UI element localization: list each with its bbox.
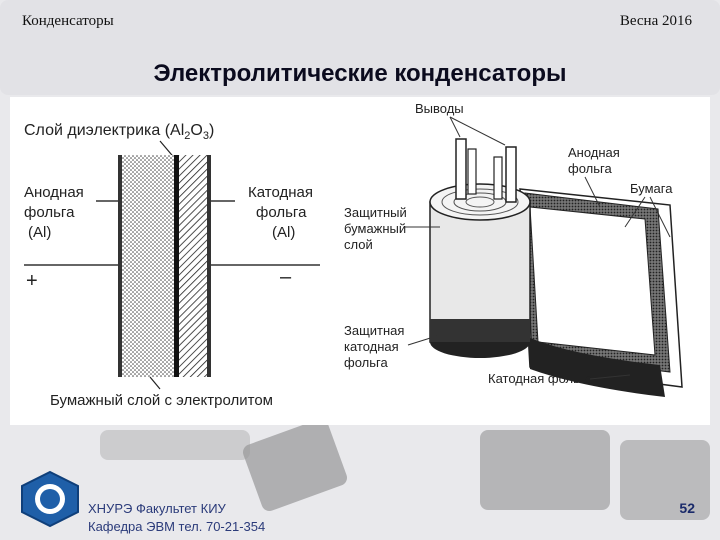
paper-pointer — [149, 376, 161, 390]
anode-foil-label-1: Анодная — [568, 145, 620, 160]
inner-paper-sheet — [529, 206, 656, 356]
electrolytic-cross-section: Слой диэлектрика (Al2O3) Анодная фольга … — [24, 122, 320, 409]
cathode-foil-edge — [207, 155, 211, 377]
cathode-hatched-layer — [179, 155, 207, 377]
header-topic: Конденсаторы — [22, 13, 114, 29]
university-logo — [18, 470, 82, 528]
paper-label: Бумага — [630, 181, 673, 196]
roll-top — [429, 183, 531, 221]
protect-cathode-label-3: фольга — [344, 355, 388, 370]
paper-electrolyte-label: Бумажный слой с электролитом — [50, 392, 273, 409]
cathode-label-2: фольга — [256, 204, 307, 221]
page-title: Электролитические конденсаторы — [153, 60, 567, 87]
footer-info: ХНУРЭ Факультет КИУ Кафедра ЭВМ тел. 70-… — [88, 500, 265, 536]
lead-right-tab — [493, 156, 503, 200]
anode-label-3: (Al) — [28, 224, 51, 241]
footer-department: Кафедра ЭВМ тел. 70-21-354 — [88, 519, 266, 534]
cathode-label-3: (Al) — [272, 224, 295, 241]
roll-body — [429, 201, 531, 343]
cathode-foil-sheet — [528, 337, 665, 397]
anode-foil-label-2: фольга — [568, 161, 612, 176]
lead-right — [505, 146, 517, 203]
protect-paper-label-2: бумажный — [344, 221, 406, 236]
lead-left — [455, 138, 467, 200]
lead-left-tab — [467, 148, 477, 195]
anode-foil-edge — [118, 155, 122, 377]
diagram-panel: Слой диэлектрика (Al2O3) Анодная фольга … — [10, 97, 710, 425]
footer-faculty: ХНУРЭ Факультет КИУ — [88, 501, 226, 516]
page-number: 52 — [679, 500, 695, 516]
cathode-band — [430, 319, 530, 342]
protect-cathode-label-1: Защитная — [344, 323, 404, 338]
header-semester: Весна 2016 — [619, 13, 692, 29]
capacitor-construction: Выводы Анодная фольга Бумага — [344, 101, 683, 397]
protect-cathode-label-2: катодная — [344, 339, 399, 354]
plus-sign: + — [26, 270, 38, 292]
cathode-label-1: Катодная — [248, 184, 313, 201]
anode-label-1: Анодная — [24, 184, 84, 201]
dielectric-label: Слой диэлектрика (Al2O3) — [24, 122, 214, 142]
protect-paper-label-1: Защитный — [344, 205, 407, 220]
anode-label-2: фольга — [24, 204, 75, 221]
dielectric-oxide-layer — [174, 155, 179, 377]
minus-sign: – — [280, 266, 292, 288]
leads-label: Выводы — [415, 101, 464, 116]
capacitor-diagram: Слой диэлектрика (Al2O3) Анодная фольга … — [24, 101, 683, 409]
cathode-foil-label: Катодная фольга — [488, 371, 592, 386]
protect-paper-label-3: слой — [344, 237, 373, 252]
paper-electrolyte-layer-left — [122, 155, 174, 377]
